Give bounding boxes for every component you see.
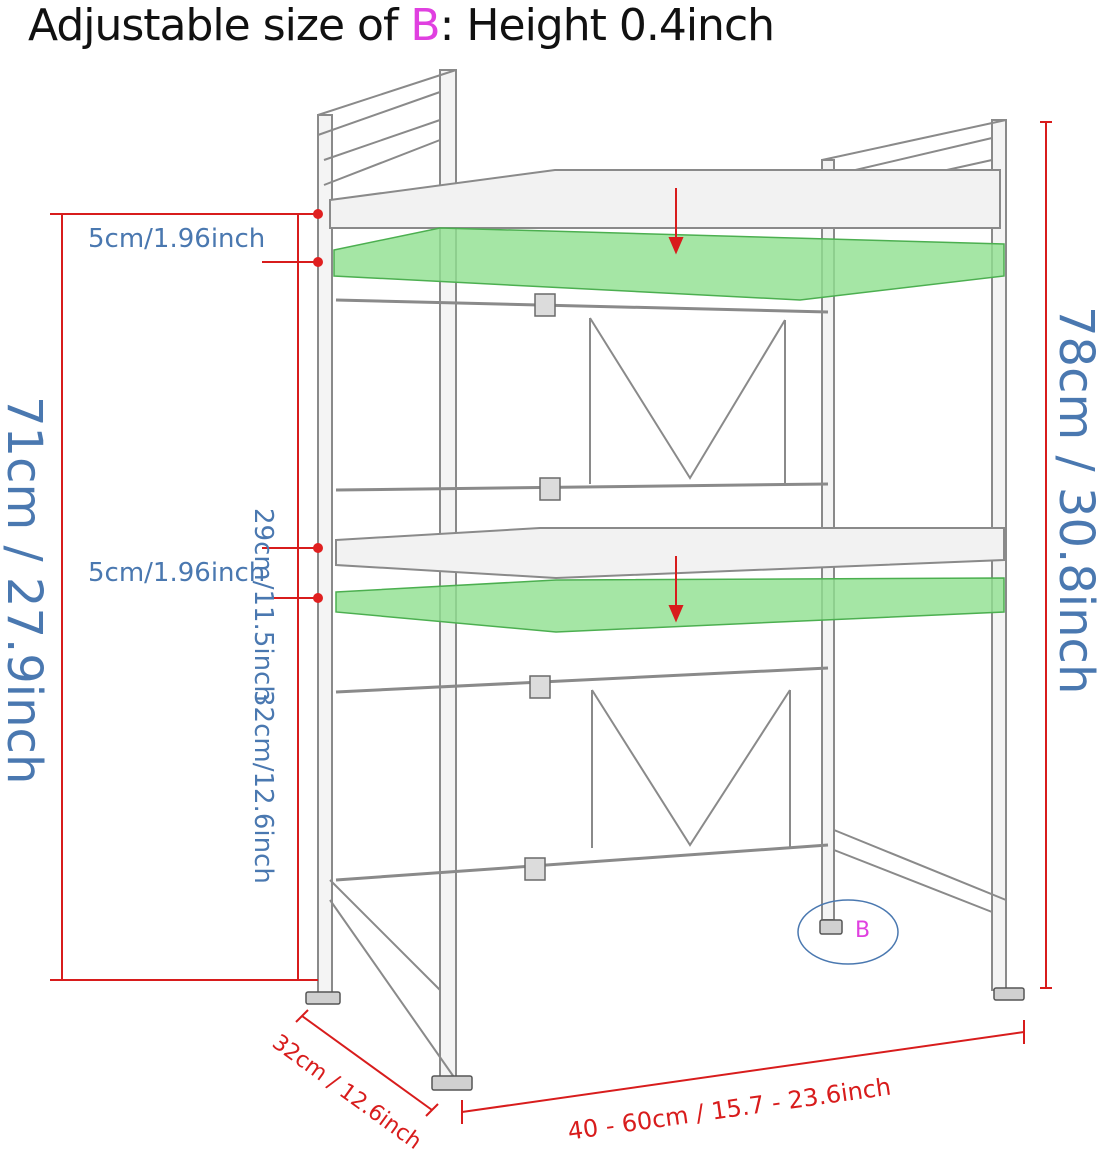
adjustable-feet [305,919,1025,1091]
upper-section-label: 29cm/11.5inch [248,508,278,702]
shelf-drop-arrows [668,188,684,623]
top-shelf [329,169,1001,229]
page-title: Adjustable size of B: Height 0.4inch [28,0,775,51]
callout-b-label: B [855,918,871,943]
total-height-left-label: 71cm / 27.9inch [0,396,52,785]
top-green-shelf [333,227,1005,301]
total-height-right-label: 78cm / 30.8inch [1048,306,1104,695]
cross-rods [335,298,829,882]
rod-adjusters [524,293,561,881]
title-letter-b: B [410,0,440,51]
middle-shelf [335,527,1005,580]
callout-ellipse [797,899,899,965]
lower-section-label: 32cm/12.6inch [248,690,278,884]
dimension-lines [50,121,1052,1124]
back-braces [589,317,791,848]
shelf-gap-top-label: 5cm/1.96inch [88,224,266,254]
dimension-dots [313,209,323,603]
title-prefix: Adjustable size of [28,0,411,51]
title-suffix: : Height 0.4inch [439,0,775,51]
shelf-gap-middle-label: 5cm/1.96inch [88,558,266,588]
